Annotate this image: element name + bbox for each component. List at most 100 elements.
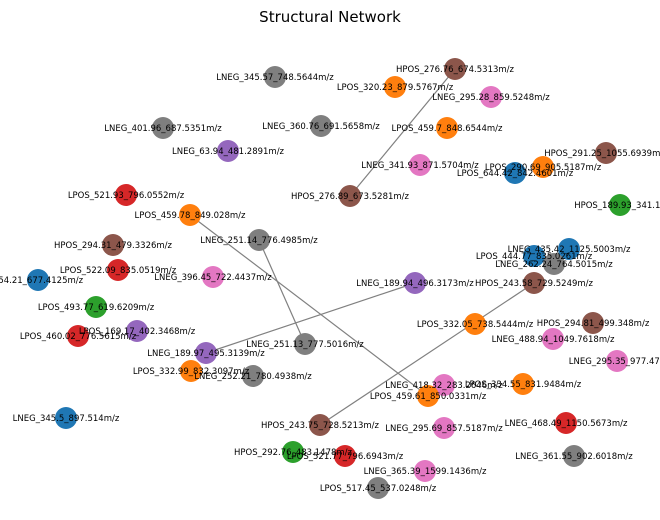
node-label: LPOS_460.02_776.5615m/z [20,332,137,342]
node-label: HPOS_291.25_1055.6939m/z [544,149,660,159]
node-label: LNEG_341.93_871.5704m/z [361,161,479,171]
node-label: LNEG_295.28_859.5248m/z [432,93,550,103]
node-n21[interactable] [543,253,565,275]
node-label: LPOS_459.78_849.028m/z [135,211,246,221]
node-label: LNEG_63.94_481.2891m/z [172,147,285,157]
node-label: LNEG_345.57_748.5644m/z [216,73,334,83]
node-n18[interactable] [102,234,124,256]
node-label: LNEG_435.42_1125.5003m/z [508,245,631,255]
node-n44[interactable] [433,417,455,439]
node-label: LNEG_262.24_764.5015m/z [495,260,613,270]
node-n46[interactable] [334,445,356,467]
node-n5[interactable] [152,117,174,139]
node-n15[interactable] [609,194,631,216]
node-n29[interactable] [582,312,604,334]
edge-n26-n43 [319,282,535,426]
node-n41[interactable] [55,407,77,429]
node-n45[interactable] [282,441,304,463]
nodes-layer [27,58,631,499]
node-label: LPOS_521.77_796.6943m/z [287,452,404,462]
node-n35[interactable] [606,350,628,372]
node-n22[interactable] [107,259,129,281]
node-label: LNEG_396.45_722.4437m/z [154,273,272,283]
node-label: LPOS_320.23_879.5767m/z [337,83,454,93]
node-n36[interactable] [180,360,202,382]
node-n7[interactable] [436,117,458,139]
node-n26[interactable] [523,272,545,294]
node-label: LNEG_251.14_776.4985m/z [200,236,318,246]
node-n17[interactable] [248,229,270,251]
node-label: LPOS_522.09_835.0519m/z [60,266,177,276]
edge-n17-n32 [258,239,306,345]
node-label: LNEG_488.94_1049.7618m/z [492,335,615,345]
node-label: LNEG_295.69_857.5187m/z [385,424,503,434]
node-label: HPOS_276.76_674.5313m/z [396,65,515,75]
node-label: LNEG_418.32_283.2646m/z [385,381,503,391]
node-label: LNEG_189.94_496.3173m/z [356,279,474,289]
node-label: HPOS_294.31_479.3326m/z [54,241,173,251]
node-label: LNEG_365.39_1599.1436m/z [364,467,487,477]
node-n12[interactable] [504,162,526,184]
node-label: LNEG_345.5_897.514m/z [13,414,120,424]
node-n37[interactable] [242,365,264,387]
node-n14[interactable] [115,184,137,206]
node-label: LNEG_252.21_780.4938m/z [194,372,312,382]
edges-layer [189,68,535,426]
node-label: HPOS_243.58_729.5249m/z [475,279,594,289]
node-n10[interactable] [409,154,431,176]
node-n49[interactable] [367,477,389,499]
node-n27[interactable] [85,296,107,318]
node-n38[interactable] [433,374,455,396]
node-n4[interactable] [480,86,502,108]
edge-n16-n40 [189,214,429,397]
node-label: HPOS_294.81_499.348m/z [537,319,650,329]
node-n33[interactable] [542,328,564,350]
node-n24[interactable] [27,269,49,291]
node-label: LPOS_169.17_402.3468m/z [79,327,196,337]
node-n6[interactable] [310,115,332,137]
node-n31[interactable] [67,325,89,347]
node-label: LNEG_251.13_777.5016m/z [246,340,364,350]
node-label: HPOS_276.89_673.5281m/z [291,192,410,202]
node-n1[interactable] [444,58,466,80]
node-n47[interactable] [563,445,585,467]
node-n28[interactable] [464,313,486,335]
node-label: LPOS_521.93_796.0552m/z [68,191,185,201]
node-n8[interactable] [217,140,239,162]
node-label: LNEG_468.49_1150.5673m/z [505,419,628,429]
node-label: LPOS_332.99_832.3097m/z [133,367,250,377]
node-label: LPOS_290.69_905.5187m/z [485,163,602,173]
node-n3[interactable] [384,76,406,98]
node-n39[interactable] [512,373,534,395]
node-n32[interactable] [294,333,316,355]
node-n16[interactable] [179,204,201,226]
node-label: LPOS_493.77_619.6209m/z [38,303,155,313]
node-n20[interactable] [523,245,545,267]
node-n30[interactable] [126,320,148,342]
node-n34[interactable] [195,342,217,364]
node-label: HPOS_189.93_341.18 [574,201,660,211]
node-n25[interactable] [404,272,426,294]
node-label: LPOS_459.61_850.0331m/z [370,392,487,402]
node-label: LPOS_334.55_831.9484m/z [465,380,582,390]
node-n23[interactable] [202,266,224,288]
node-label: LPOS_644.42_842.4601m/z [457,169,574,179]
node-label: LNEG_360.76_691.5658m/z [262,122,380,132]
node-label: LNEG_295.35_977.476 [569,357,660,367]
node-label: HPOS_243.75_728.5213m/z [261,421,380,431]
node-label: LPOS_517.45_537.0248m/z [320,484,437,494]
node-n13[interactable] [339,185,361,207]
node-n43[interactable] [309,414,331,436]
node-label: HPOS_292.76_483.1478m/z [234,448,353,458]
node-n2[interactable] [264,66,286,88]
node-n48[interactable] [414,460,436,482]
node-n19[interactable] [558,238,580,260]
node-n40[interactable] [417,385,439,407]
node-label: LPOS_459.7_848.6544m/z [392,124,503,134]
node-n9[interactable] [595,142,617,164]
node-n11[interactable] [532,156,554,178]
diagram-title: Structural Network [259,8,401,26]
edge-n25-n34 [205,282,416,354]
node-n42[interactable] [555,412,577,434]
